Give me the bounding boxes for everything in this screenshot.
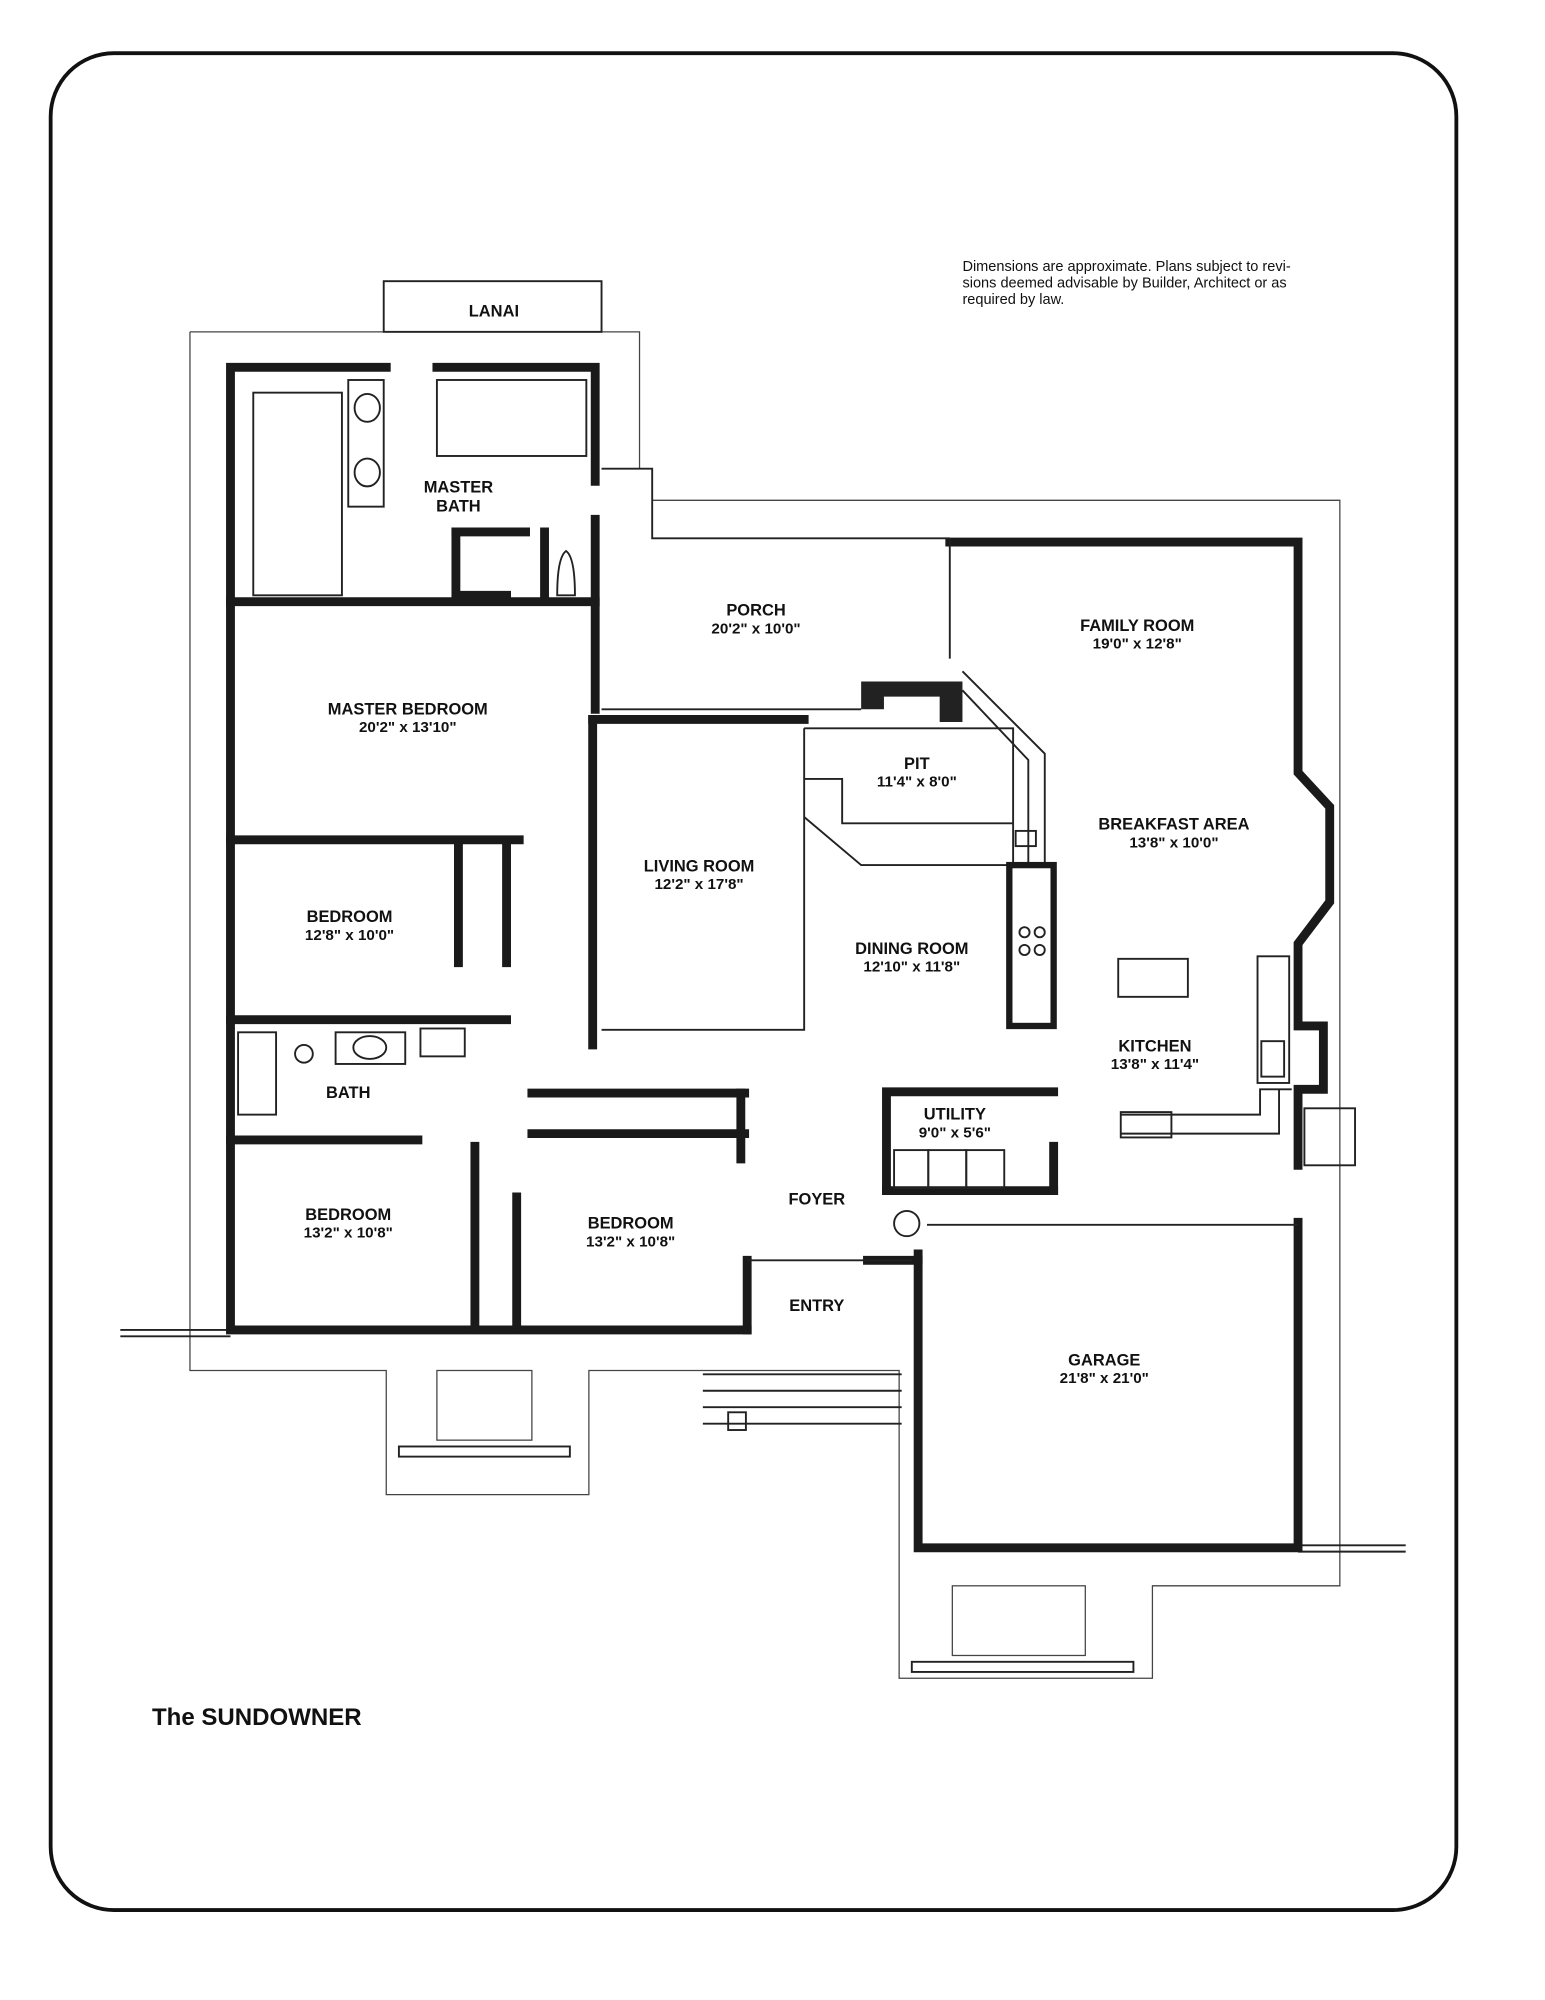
pit-label: PIT [904, 755, 930, 773]
pit-size: 11'4" x 8'0" [877, 774, 957, 791]
master-bath-label-2: BATH [436, 498, 480, 516]
exterior-walls [226, 362, 1335, 1553]
lanai-outline [382, 280, 603, 333]
porch-label: PORCH [726, 602, 785, 620]
pit-and-living-outline [601, 670, 1046, 1031]
kitchen-size: 13'8" x 11'4" [1111, 1056, 1199, 1073]
bedroom-4-size: 13'2" x 10'8" [586, 1233, 675, 1250]
living-room-label: LIVING ROOM [644, 857, 755, 875]
roof-outline [120, 331, 1406, 1679]
bedroom-3-size: 13'2" x 10'8" [304, 1224, 393, 1241]
family-room-size: 19'0" x 12'8" [1093, 636, 1182, 653]
plan-title: The SUNDOWNER [152, 1704, 362, 1731]
living-room-size: 12'2" x 17'8" [654, 876, 743, 893]
kitchen-island [1117, 957, 1189, 998]
master-bath-label: MASTER [424, 479, 494, 497]
porch-size: 20'2" x 10'0" [711, 620, 800, 637]
bath-label: BATH [326, 1084, 370, 1102]
porch-walls [601, 467, 1299, 1262]
dining-room-size: 12'10" x 11'8" [863, 958, 960, 975]
disclaimer-line-1: Dimensions are approximate. Plans subjec… [962, 259, 1290, 275]
garage-size: 21'8" x 21'0" [1060, 1370, 1149, 1387]
interior-walls [226, 527, 1059, 1332]
family-room-label: FAMILY ROOM [1080, 617, 1194, 635]
disclaimer-line-3: required by law. [962, 292, 1064, 308]
master-bedroom-label: MASTER BEDROOM [328, 700, 488, 718]
bedroom-2-size: 12'8" x 10'0" [305, 927, 394, 944]
utility-size: 9'0" x 5'6" [919, 1124, 991, 1141]
foyer-label: FOYER [788, 1191, 845, 1209]
dining-room-label: DINING ROOM [855, 940, 968, 958]
lanai-label: LANAI [469, 303, 519, 321]
kitchen-counters [1006, 861, 1356, 1167]
page-border [48, 51, 1459, 1912]
entry-steps [702, 1373, 902, 1431]
bath-fixtures [237, 379, 588, 1116]
disclaimer-line-2: sions deemed advisable by Builder, Archi… [962, 276, 1286, 292]
breakfast-area-label: BREAKFAST AREA [1098, 816, 1249, 834]
bedroom-3-label: BEDROOM [305, 1206, 391, 1224]
bedroom-2-label: BEDROOM [307, 908, 393, 926]
utility-label: UTILITY [924, 1106, 986, 1124]
utility-appliances [893, 1149, 1006, 1238]
breakfast-area-size: 13'8" x 10'0" [1129, 834, 1218, 851]
entry-label: ENTRY [789, 1297, 844, 1315]
master-bedroom-size: 20'2" x 13'10" [359, 719, 457, 736]
fireplace [861, 681, 963, 722]
bedroom-4-label: BEDROOM [588, 1215, 674, 1233]
garage-label: GARAGE [1068, 1351, 1140, 1369]
kitchen-label: KITCHEN [1118, 1037, 1191, 1055]
